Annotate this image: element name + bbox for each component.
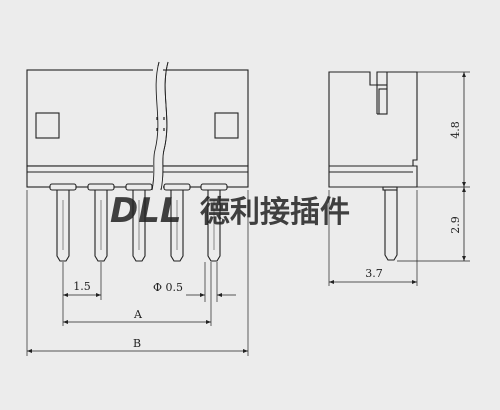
housing-body [26,69,249,167]
pin [87,183,115,262]
pins [49,183,228,262]
pin-diameter-label: Φ 0.5 [153,281,183,294]
side-cavity [378,88,388,115]
extension-lines [26,190,249,356]
dimension-b-label: B [133,337,141,350]
pin [163,183,191,262]
dimension-a-label: A [133,308,143,321]
depth-label: 3.7 [365,267,383,280]
pitch-label: 1.5 [73,280,91,293]
front-view [26,61,249,356]
watermark: DLL 德利接插件 [110,191,350,231]
height-label: 4.8 [449,121,462,139]
watermark-company: 德利接插件 [200,195,350,230]
side-view [328,71,470,286]
watermark-brand: DLL [110,191,182,231]
housing-window-left [35,112,60,139]
pin [125,183,153,262]
pin [200,183,228,262]
housing-window-right [214,112,239,139]
break-lines [151,61,169,191]
pin-length-label: 2.9 [449,216,462,234]
pin [49,183,77,262]
side-extension-lines [328,71,470,286]
side-pin [382,186,398,261]
side-housing [328,71,418,188]
